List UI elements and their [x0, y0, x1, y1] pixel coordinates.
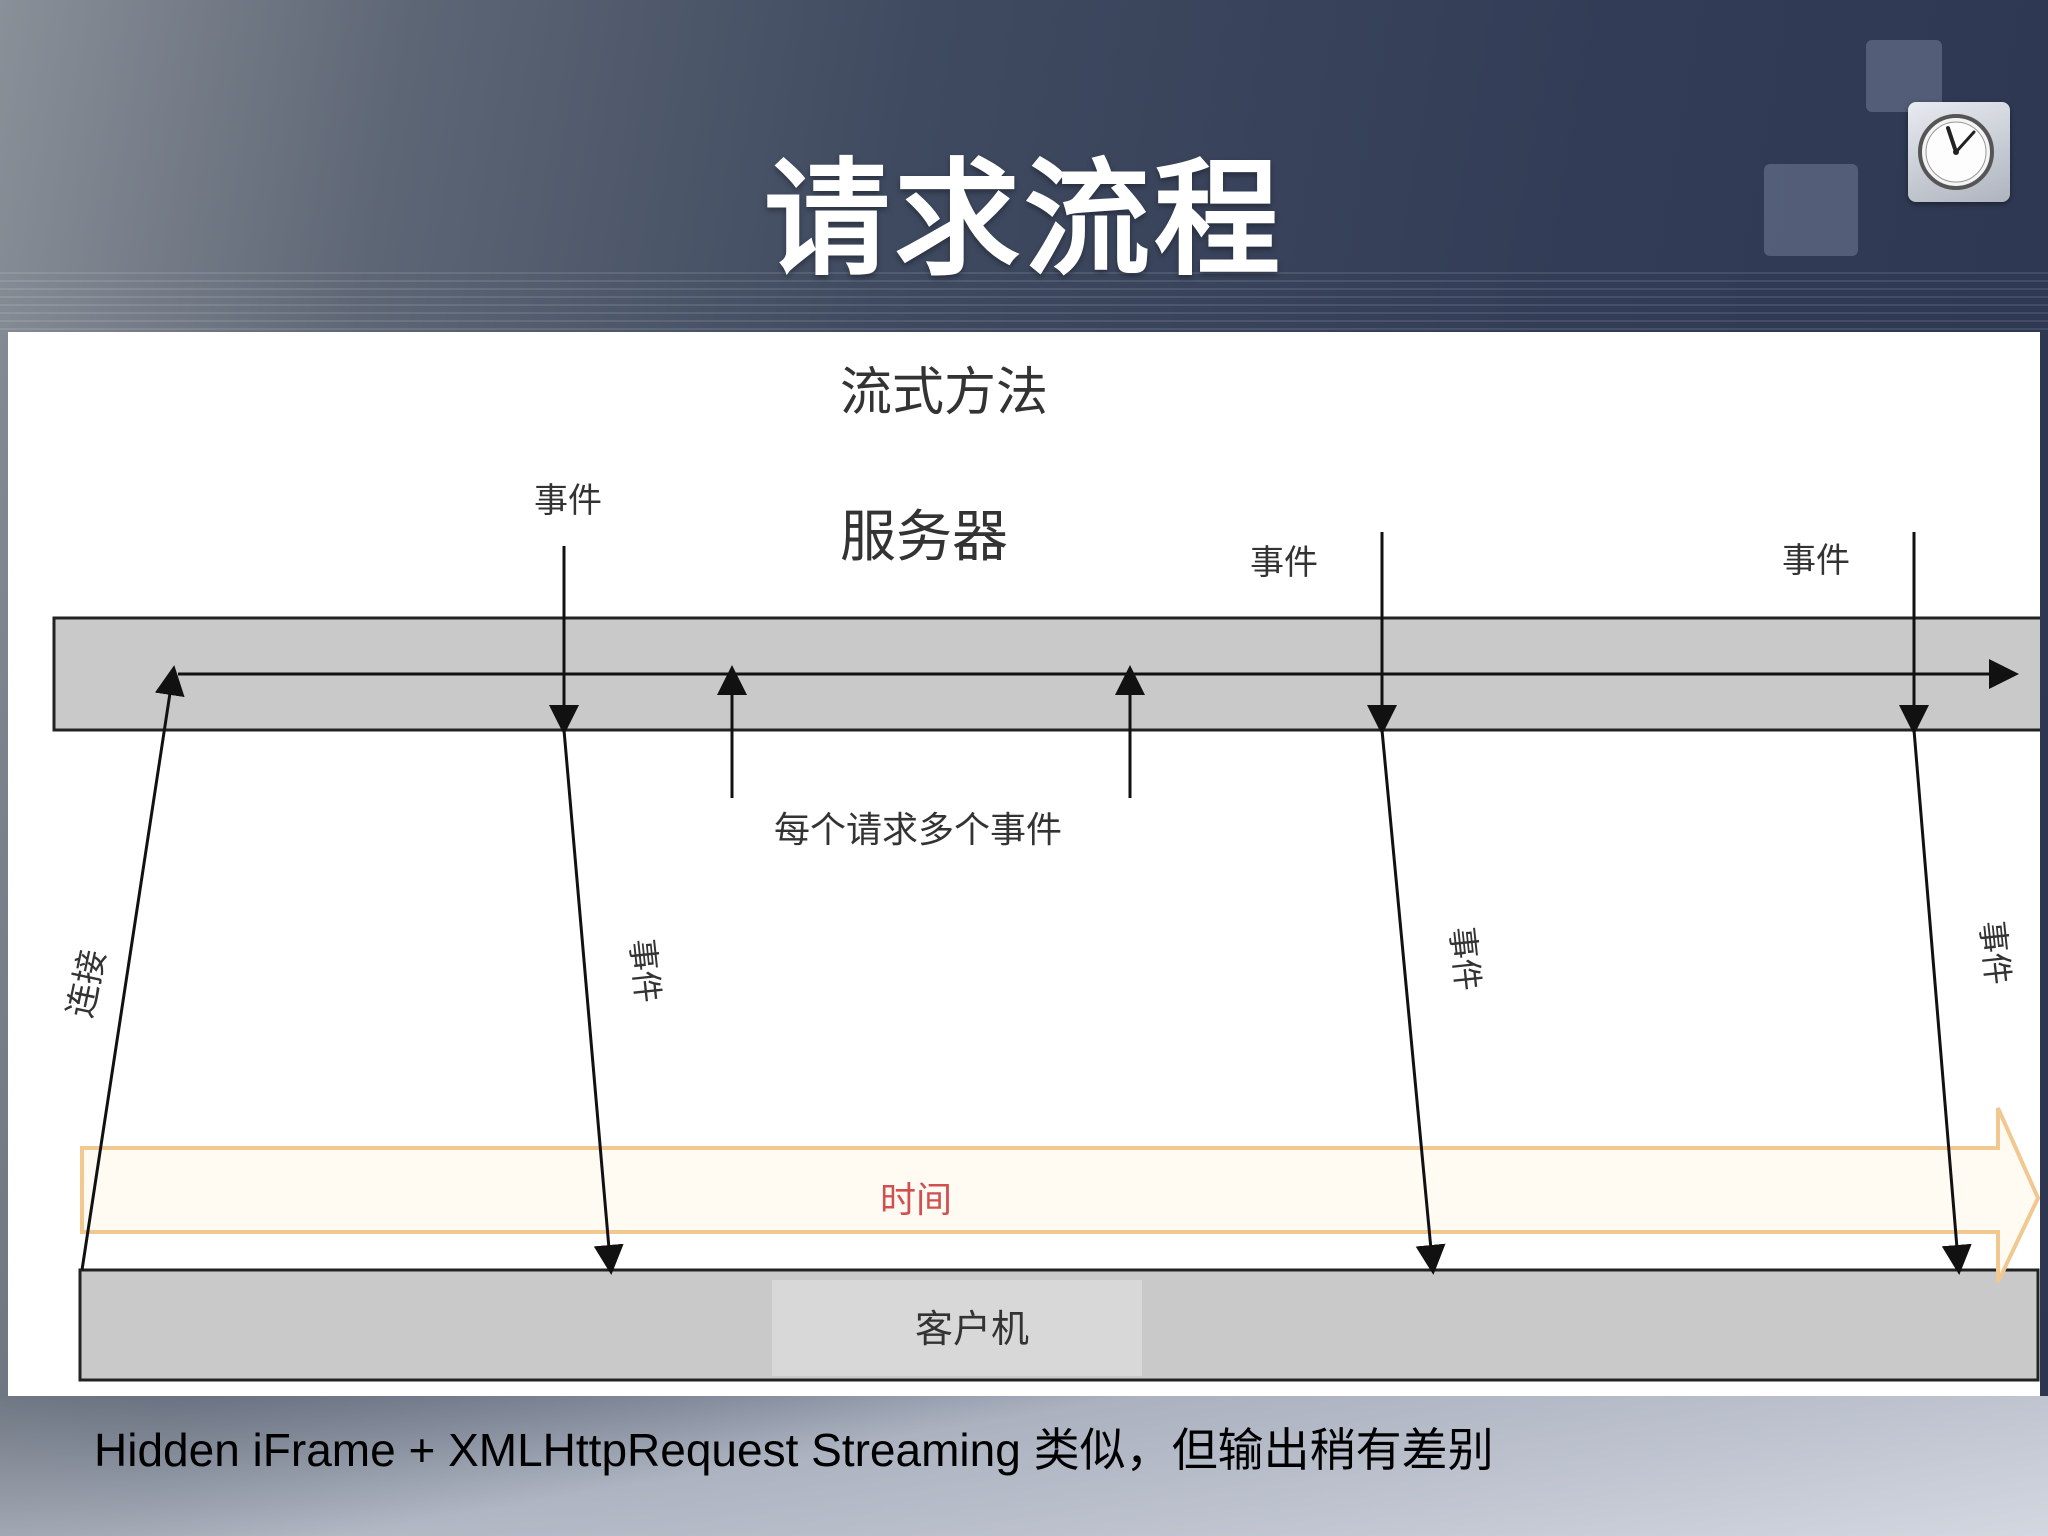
client-event-label: 事件 [1443, 925, 1487, 993]
decor-square [1866, 40, 1942, 112]
slide-title: 请求流程 [764, 146, 1284, 293]
background-stripes [0, 272, 2048, 332]
clock-icon [1908, 102, 2010, 202]
client-label-bg [772, 1280, 1142, 1376]
client-label: 客户机 [915, 1307, 1029, 1351]
streaming-diagram: 流式方法 服务器 每个请求多个事件 时间 客户机 事件 事件 事件 连接 事件 … [52, 363, 2040, 1382]
server-event-label: 事件 [1250, 543, 1318, 583]
time-label: 时间 [880, 1180, 952, 1221]
diagram-heading: 流式方法 [840, 363, 1048, 423]
diagram-panel: 流式方法 服务器 每个请求多个事件 时间 客户机 事件 事件 事件 连接 事件 … [8, 332, 2040, 1396]
event-to-client-arrow [1912, 729, 1972, 1275]
server-label: 服务器 [840, 505, 1008, 570]
server-event-label: 事件 [1782, 541, 1850, 581]
decor-square [1764, 164, 1858, 256]
server-event-label: 事件 [534, 481, 602, 521]
connect-label: 连接 [61, 946, 114, 1021]
event-to-client-arrow [562, 729, 624, 1275]
client-event-label: 事件 [623, 937, 667, 1005]
slide-caption: Hidden iFrame + XMLHttpRequest Streaming… [94, 1424, 1494, 1476]
bottom-decor [0, 1396, 2048, 1536]
time-arrow [80, 1107, 2040, 1283]
connect-arrow [80, 665, 185, 1271]
client-event-label: 事件 [1973, 919, 2017, 987]
multi-events-label: 每个请求多个事件 [774, 810, 1062, 851]
event-to-client-arrow [1380, 729, 1446, 1275]
